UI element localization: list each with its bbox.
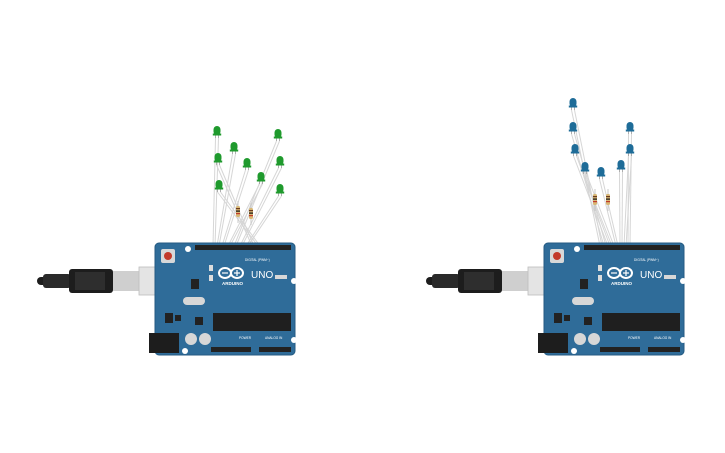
resistor[interactable] — [249, 203, 253, 225]
wire — [621, 171, 623, 247]
wire — [599, 178, 617, 247]
wire — [583, 173, 613, 247]
led[interactable] — [212, 126, 222, 138]
resistors[interactable] — [593, 189, 610, 211]
wire — [233, 140, 277, 247]
model-label: UNO — [640, 270, 662, 281]
wires — [212, 137, 282, 247]
analog-label: ANALOG IN — [654, 336, 672, 340]
led[interactable] — [213, 153, 223, 165]
arduino-uno-board[interactable]: UNO ARDUINO DIGITAL (PWM~) POWER ANALOG … — [425, 242, 687, 356]
wire — [571, 109, 601, 247]
led[interactable] — [242, 158, 252, 170]
led[interactable] — [596, 167, 606, 179]
wire — [247, 195, 282, 247]
wire — [619, 171, 621, 247]
led[interactable] — [580, 162, 590, 174]
led[interactable] — [625, 122, 635, 134]
analog-label: ANALOG IN — [265, 336, 283, 340]
brand-label: ARDUINO — [611, 281, 632, 286]
resistor[interactable] — [236, 201, 240, 223]
model-label: UNO — [251, 270, 273, 281]
wire — [235, 140, 280, 247]
led[interactable] — [214, 180, 224, 192]
digital-label: DIGITAL (PWM~) — [634, 258, 659, 262]
led[interactable] — [570, 144, 580, 156]
wires — [571, 109, 632, 247]
led[interactable] — [616, 160, 626, 172]
led[interactable] — [568, 122, 578, 134]
wire — [623, 155, 629, 247]
brand-label: ARDUINO — [222, 281, 243, 286]
wire — [602, 178, 619, 247]
wire — [216, 164, 253, 247]
wire — [218, 153, 236, 247]
led[interactable] — [256, 172, 266, 184]
led[interactable] — [275, 184, 285, 196]
resistor[interactable] — [593, 189, 597, 211]
wire — [227, 183, 260, 247]
led[interactable] — [568, 98, 578, 110]
circuit-blue-leds[interactable]: UNO ARDUINO DIGITAL (PWM~) POWER ANALOG … — [425, 98, 687, 356]
arduino-uno-board[interactable]: UNO ARDUINO DIGITAL (PWM~) POWER ANALOG … — [36, 242, 298, 356]
digital-label: DIGITAL (PWM~) — [245, 258, 270, 262]
wire — [586, 173, 615, 247]
wire — [221, 169, 246, 247]
power-label: POWER — [628, 336, 641, 340]
led[interactable] — [229, 142, 239, 154]
circuit-green-leds[interactable]: UNO ARDUINO DIGITAL (PWM~) POWER ANALOG … — [36, 126, 298, 356]
led[interactable] — [273, 129, 283, 141]
led[interactable] — [625, 144, 635, 156]
led-group-green[interactable] — [212, 126, 285, 196]
wire — [573, 155, 609, 247]
wire — [216, 153, 233, 247]
resistors[interactable] — [236, 201, 253, 225]
led[interactable] — [275, 156, 285, 168]
wire — [220, 191, 261, 247]
power-label: POWER — [239, 336, 252, 340]
resistor[interactable] — [606, 189, 610, 211]
led-group-blue[interactable] — [568, 98, 635, 179]
